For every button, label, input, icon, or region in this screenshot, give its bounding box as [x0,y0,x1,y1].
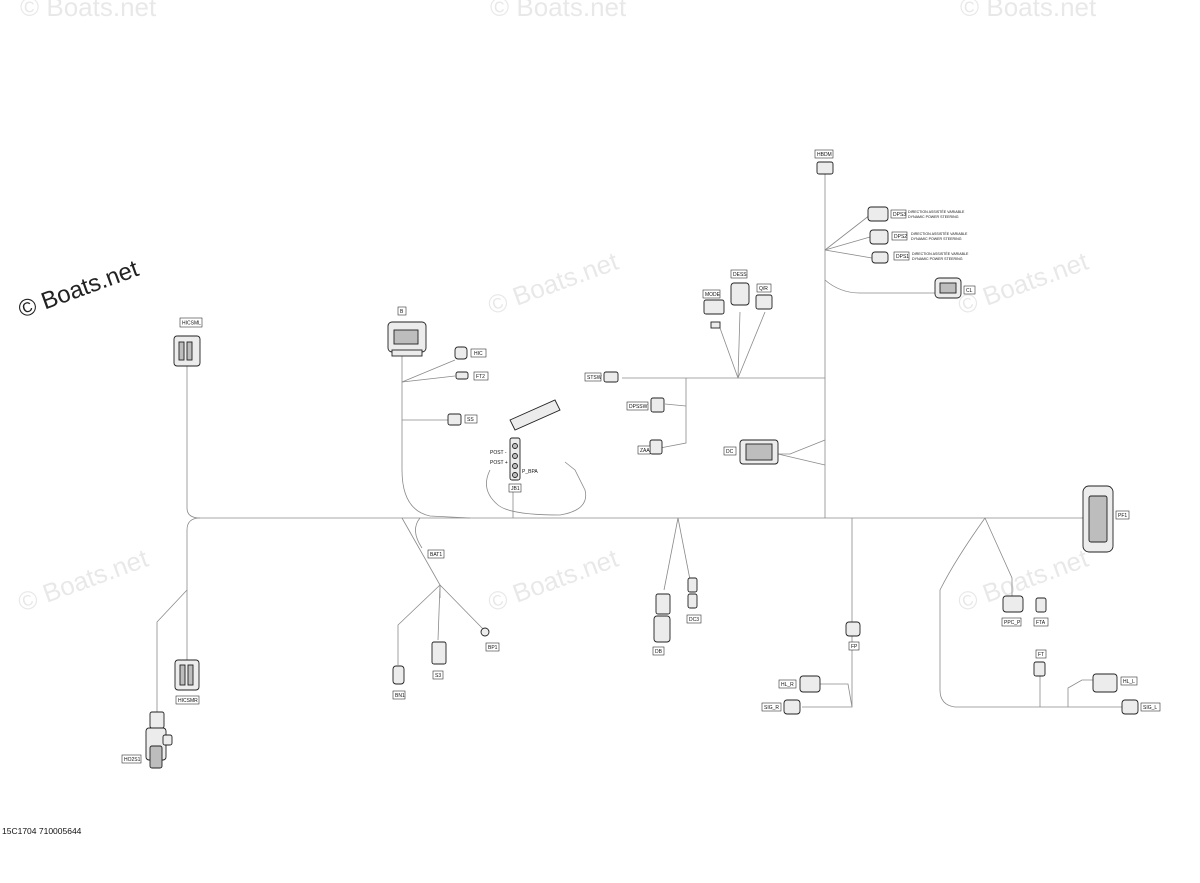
dess-post: DESS [730,269,750,306]
label-dess: DESS [733,272,747,278]
label-dc: DC [726,449,734,455]
label-db: DB [655,649,663,655]
label-dps1: DPS1 [896,254,909,260]
watermark-faint: © Boats.net [14,543,153,618]
hbdm-connector: HBDM [814,149,834,175]
faint-watermarks: © Boats.net © Boats.net © Boats.net © Bo… [14,0,1097,618]
label-ft2: FT2 [476,374,485,380]
pf1-module: PF1 [1082,485,1130,553]
ppc-p-connector: PPC_P [1001,595,1024,627]
label-dpssw: DPSSW [629,404,648,410]
label-fta: FTA [1036,620,1046,626]
label-hl-l: HL_L [1123,679,1135,685]
watermark-main: © Boats.net [15,255,143,323]
label-ho2s1: HO2S1 [124,757,141,763]
label-hdm: HBDM [817,152,832,158]
label-ft: FT [1038,652,1044,658]
label-hic: HIC [474,351,483,357]
ft2-connector: FT2 [455,371,489,381]
label-stsw: STSW [587,375,602,381]
bat1-label-group: BAT1 [427,549,445,559]
fp-connector: FP [845,621,861,651]
label-dps3: DPS3 [893,212,906,218]
label-bn1: BN1 [395,693,405,699]
note-dps2-en: DYNAMIC POWER STEERING [911,237,962,241]
fta-connector: FTA [1033,597,1049,627]
label-bat1: BAT1 [430,552,442,558]
label-ppc-p: PPC_P [1004,620,1021,626]
hl-l-connector: HL_L [1092,673,1138,693]
dps3-connector: DPS3 DIRECTION ASSISTÉE VARIABLE DYNAMIC… [867,206,965,222]
note-dps1-fr: DIRECTION ASSISTÉE VARIABLE [912,251,969,256]
label-cl: CL [966,288,973,294]
label-dps2: DPS2 [894,234,907,240]
stsw-connector: STSW [584,371,619,383]
bp1-terminal: BP1 [480,627,500,652]
label-jb: JB1 [511,486,520,492]
watermark-faint: © Boats.net [20,0,157,22]
label-post-minus: POST - [490,450,507,456]
dc3-connector: DC3 [686,577,702,624]
hicsml-connector: HICSML [173,317,203,367]
hl-r-connector: HL_R [778,675,821,693]
label-bp1: BP1 [488,645,498,651]
label-zaa: ZAA [640,448,650,454]
note-dps1-en: DYNAMIC POWER STEERING [912,257,963,261]
hic-connector: HIC [454,346,487,360]
dps1-connector: DPS1 DIRECTION ASSISTÉE VARIABLE DYNAMIC… [871,251,969,264]
label-qr: Q/R [759,286,768,292]
label-hicsmr: HICSMR [178,698,198,704]
watermark-faint: © Boats.net [484,246,623,321]
label-post-plus: POST + [490,460,508,466]
label-ss: SS [467,417,474,423]
sig-l-connector: SIG_L [1121,699,1161,715]
s3-sensor: S3 [431,641,447,680]
label-mode: MODE [705,292,721,298]
b-module: B [387,306,427,357]
label-sig-l: SIG_L [1143,705,1157,711]
label-b: B [400,309,404,315]
dpssw-connector: DPSSW [626,397,665,413]
hicsmr-connector: HICSMR [174,659,200,705]
label-hl-r: HL_R [781,682,794,688]
zaa-connector: ZAA [637,439,663,455]
ft-connector: FT [1033,649,1047,677]
label-pf1: PF1 [1118,513,1127,519]
watermark-faint: © Boats.net [960,0,1097,22]
label-s3: S3 [435,673,441,679]
note-dps2-fr: DIRECTION ASSISTÉE VARIABLE [911,231,968,236]
label-p-bpa: P_BPA [522,469,538,475]
ho2s1-sensor: HO2S1 [121,711,173,769]
label-dc3: DC3 [689,617,699,623]
dc-module: DC [723,439,779,465]
dps2-connector: DPS2 DIRECTION ASSISTÉE VARIABLE DYNAMIC… [869,229,968,245]
sig-r-connector: SIG_R [761,699,801,715]
wire-harness [156,172,1130,715]
db-connector: DB [652,593,671,656]
label-hicsml: HICSML [182,321,201,327]
watermark-faint: © Boats.net [490,0,627,22]
qr-switch: Q/R [755,283,773,310]
label-fp: FP [851,644,858,650]
label-sig-r: SIG_R [764,705,779,711]
note-dps3-en: DYNAMIC POWER STEERING [908,215,959,219]
ss-connector: SS [447,413,478,426]
jb1-junction: POST - POST + P_BPA JB1 [490,399,561,493]
watermark-faint: © Boats.net [484,543,623,618]
note-dps3-fr: DIRECTION ASSISTÉE VARIABLE [908,209,965,214]
mode-switch: MODE [702,289,725,329]
cl-connector: CL [934,277,976,299]
watermark-faint: © Boats.net [954,246,1093,321]
bn1-connector: BN1 [392,665,406,700]
drawing-code: 15C1704 710005644 [2,826,82,836]
